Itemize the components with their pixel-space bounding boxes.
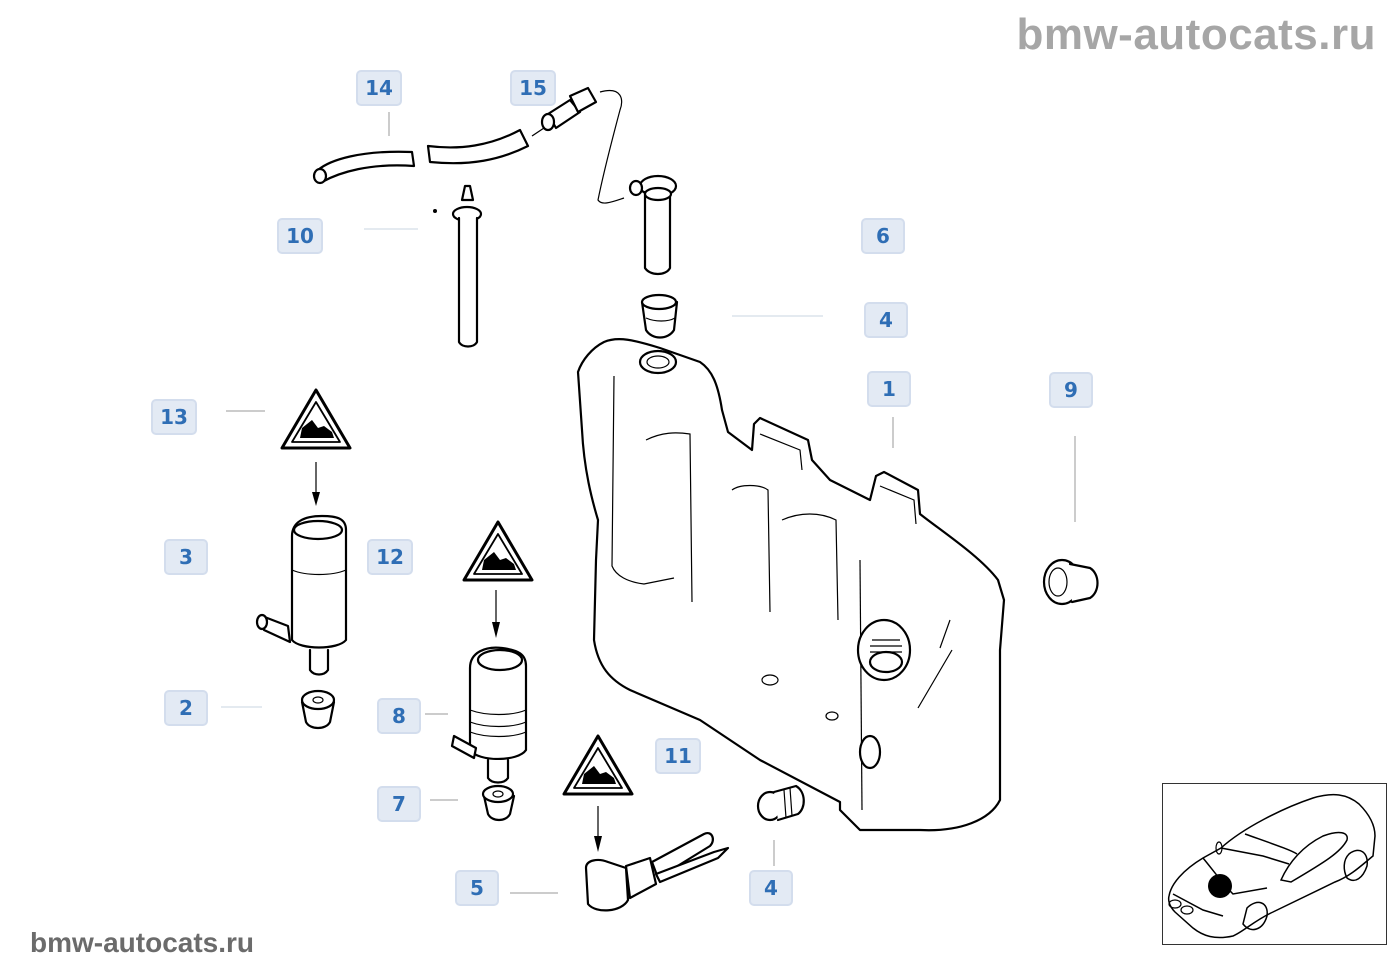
hose-part-14 bbox=[312, 128, 530, 185]
callout-1[interactable]: 1 bbox=[867, 371, 911, 407]
callout-11[interactable]: 11 bbox=[655, 738, 701, 774]
location-marker-dot bbox=[1208, 874, 1232, 898]
notice-symbol-part-11 bbox=[562, 734, 634, 852]
fluid-line bbox=[597, 90, 625, 204]
intake-pipe-part-10 bbox=[433, 184, 483, 348]
callout-9[interactable]: 9 bbox=[1049, 372, 1093, 408]
washer-pump-part-3 bbox=[255, 514, 348, 676]
callout-8[interactable]: 8 bbox=[377, 698, 421, 734]
callout-14[interactable]: 14 bbox=[356, 70, 402, 106]
watermark-top: bmw-autocats.ru bbox=[1016, 10, 1376, 59]
callout-5[interactable]: 5 bbox=[455, 870, 499, 906]
notice-symbol-part-12 bbox=[462, 520, 534, 638]
callout-4-top[interactable]: 4 bbox=[864, 302, 908, 338]
callout-2[interactable]: 2 bbox=[164, 690, 208, 726]
connector-part-15 bbox=[531, 86, 598, 137]
grommet-part-4-bottom bbox=[756, 784, 805, 822]
callout-3[interactable]: 3 bbox=[164, 539, 208, 575]
grommet-part-2 bbox=[300, 689, 336, 730]
car-outline-icon bbox=[1167, 793, 1376, 939]
callout-13[interactable]: 13 bbox=[151, 399, 197, 435]
vehicle-locator-thumbnail bbox=[1162, 783, 1387, 945]
callout-6[interactable]: 6 bbox=[861, 218, 905, 254]
grommet-part-4-top bbox=[640, 293, 679, 339]
washer-pump-part-8 bbox=[450, 646, 528, 784]
callout-15[interactable]: 15 bbox=[510, 70, 556, 106]
reservoir-part-1 bbox=[576, 338, 1006, 832]
plug-part-9 bbox=[1042, 558, 1099, 606]
grommet-part-7 bbox=[481, 784, 516, 822]
callout-12[interactable]: 12 bbox=[367, 539, 413, 575]
level-sensor-part-5 bbox=[584, 832, 730, 912]
intake-filter-part-6 bbox=[628, 174, 678, 276]
callout-7[interactable]: 7 bbox=[377, 786, 421, 822]
notice-symbol-part-13 bbox=[280, 388, 352, 506]
leader-lines bbox=[221, 112, 1076, 894]
callout-10[interactable]: 10 bbox=[277, 218, 323, 254]
watermark-bottom: bmw-autocats.ru bbox=[30, 927, 255, 958]
callout-4-bottom[interactable]: 4 bbox=[749, 870, 793, 906]
